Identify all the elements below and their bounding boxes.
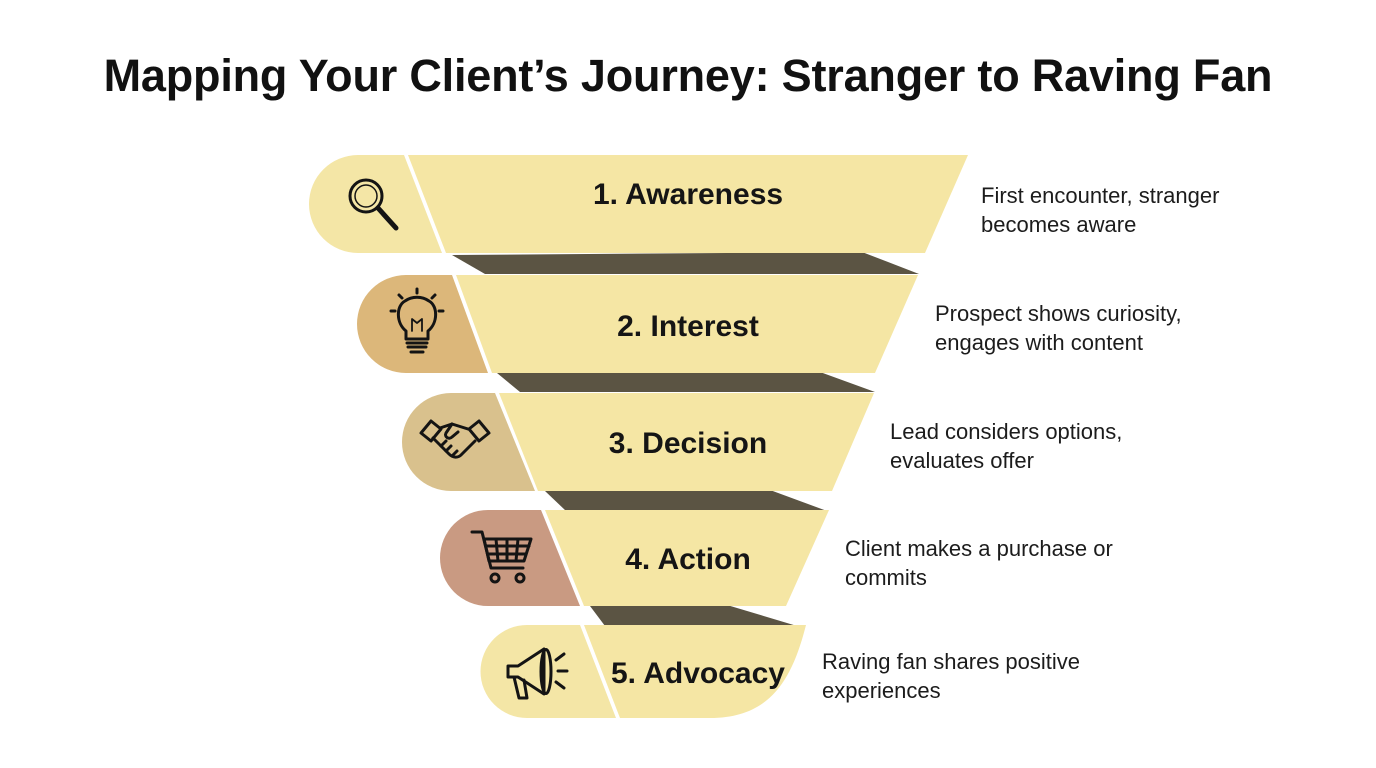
stage-action: 4. Action [440, 510, 829, 606]
stage-description: First encounter, stranger becomes aware [981, 183, 1220, 237]
stage-label: 5. Advocacy [611, 657, 785, 690]
stage-connector [545, 490, 827, 511]
stage-advocacy: 5. Advocacy [480, 625, 806, 718]
funnel-band [499, 393, 874, 491]
stage-label: 3. Decision [609, 427, 767, 460]
stage-label: 2. Interest [617, 310, 759, 343]
stage-icon-badge [440, 510, 580, 606]
stage-decision: 3. Decision [402, 393, 874, 491]
stage-awareness: 1. Awareness [309, 155, 968, 253]
funnel-band [584, 625, 806, 718]
stage-icon-badge [402, 393, 535, 491]
stage-connector [497, 372, 875, 392]
stage-icon-badge [309, 155, 442, 253]
handshake-icon [419, 419, 491, 459]
funnel-band [408, 155, 968, 253]
megaphone-icon [506, 647, 569, 700]
stage-connector [452, 252, 919, 274]
lightbulb-icon [389, 287, 445, 354]
stage-description: Client makes a purchase or commits [845, 536, 1113, 590]
magnifying-glass-icon [348, 178, 399, 231]
funnel-band [545, 510, 829, 606]
shopping-cart-icon [470, 530, 533, 584]
page-title: Mapping Your Client’s Journey: Stranger … [103, 50, 1273, 101]
stage-description: Raving fan shares positive experiences [822, 649, 1081, 703]
stage-description: Lead considers options, evaluates offer [890, 419, 1123, 473]
funnel-band [456, 275, 918, 373]
stage-label: 1. Awareness [593, 178, 783, 211]
stage-description: Prospect shows curiosity, engages with c… [935, 301, 1182, 355]
stage-icon-badge [480, 625, 616, 718]
stage-label: 4. Action [625, 543, 751, 576]
stage-connector [590, 605, 797, 626]
stage-interest: 2. Interest [357, 275, 918, 373]
